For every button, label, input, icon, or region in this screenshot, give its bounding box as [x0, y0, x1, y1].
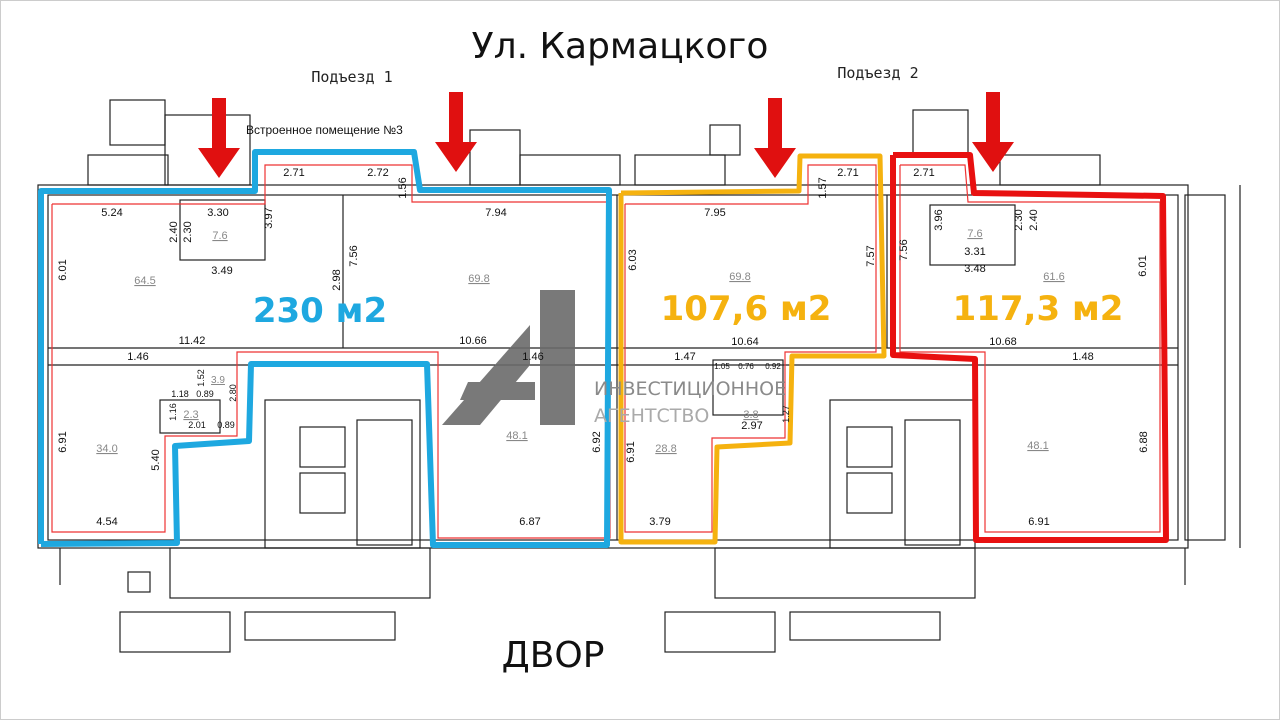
dim-label: 2.40: [1028, 209, 1040, 230]
dim-label: 6.03: [627, 249, 639, 270]
dim-label: 6.91: [1028, 516, 1049, 528]
dim-label: 1.46: [127, 351, 148, 363]
dim-label: 7.95: [704, 207, 725, 219]
dim-label: 1.16: [168, 403, 178, 421]
dim-label: 1.48: [1072, 351, 1093, 363]
entrance-1-label: Подъезд 1: [311, 68, 392, 86]
dim-label: 1.46: [522, 351, 543, 363]
dim-label: 3.79: [649, 516, 670, 528]
dim-label: 7.56: [348, 245, 360, 266]
room-outlines: [51, 164, 1161, 539]
blue-area-outline: [38, 149, 612, 548]
dim-label: 1.47: [674, 351, 695, 363]
dim-label: 6.92: [591, 431, 603, 452]
dim-label: 2.72: [367, 167, 388, 179]
dim-label: 2.97: [741, 420, 762, 432]
dim-label: 2.80: [228, 384, 238, 402]
room-area: 2.3: [183, 409, 198, 421]
dim-label: 2.71: [837, 167, 858, 179]
entrance-2-label: Подъезд 2: [837, 64, 918, 82]
dim-label: 3.48: [964, 263, 985, 275]
room-area: 7.6: [967, 228, 982, 240]
entry-arrow-icon: [972, 92, 1014, 172]
dim-label: 2.40: [168, 221, 180, 242]
building-walls: [37, 99, 1241, 653]
room-area: 69.8: [729, 271, 750, 283]
dim-label: 5.24: [101, 207, 122, 219]
dim-label: 1.56: [397, 177, 409, 198]
dim-label: 6.01: [1137, 255, 1149, 276]
dim-label: 4.54: [96, 516, 117, 528]
room-area: 64.5: [134, 275, 155, 287]
room-area: 69.8: [468, 273, 489, 285]
dim-label: 10.66: [459, 335, 487, 347]
dim-label: 1.18: [171, 389, 189, 399]
dim-label: 7.94: [485, 207, 506, 219]
dim-label: 2.30: [1013, 209, 1025, 230]
room-area: 61.6: [1043, 271, 1064, 283]
dim-label: 3.96: [933, 209, 945, 230]
dim-label: 5.40: [150, 449, 162, 470]
dim-label: 6.87: [519, 516, 540, 528]
dim-label: 7.57: [865, 245, 877, 266]
dim-label: 10.68: [989, 336, 1017, 348]
dim-label: 7.56: [898, 239, 910, 260]
red-area-outline: [890, 152, 1169, 543]
entry-arrow-icon: [754, 98, 796, 178]
dim-label: 1.05: [714, 362, 730, 371]
yellow-area-label: 107,6 м2: [661, 289, 832, 329]
room-area: 3.8: [743, 409, 758, 421]
dim-label: 2.71: [283, 167, 304, 179]
dim-label: 3.30: [207, 207, 228, 219]
entry-arrow-icon: [198, 98, 240, 178]
street-title: Ул. Кармацкого: [472, 26, 769, 67]
dim-label: 0.76: [738, 362, 754, 371]
dim-label: 6.91: [625, 441, 637, 462]
dim-label: 6.88: [1138, 431, 1150, 452]
dim-label: 0.89: [196, 389, 214, 399]
dim-label: 2.30: [182, 221, 194, 242]
dim-label: 6.91: [57, 431, 69, 452]
dim-label: 6.01: [57, 259, 69, 280]
dim-label: 10.64: [731, 336, 759, 348]
dim-label: 11.42: [179, 335, 206, 347]
dim-label: 1.27: [781, 405, 791, 423]
built-in-room-label: Встроенное помещение №3: [246, 123, 403, 137]
room-area: 48.1: [1027, 440, 1048, 452]
room-area: 7.6: [212, 230, 227, 242]
dim-label: 0.92: [765, 362, 781, 371]
dim-label: 1.52: [196, 369, 206, 387]
dim-label: 2.98: [331, 269, 343, 290]
entry-arrow-icon: [435, 92, 477, 172]
room-area: 34.0: [96, 443, 117, 455]
red-area-label: 117,3 м2: [953, 289, 1124, 329]
dim-label: 0.89: [217, 420, 235, 430]
entry-arrows: [198, 92, 1014, 178]
dim-label: 2.01: [188, 420, 206, 430]
dim-label: 3.97: [263, 207, 275, 228]
agency-watermark-logo: [442, 290, 575, 425]
dim-label: 3.49: [211, 265, 232, 277]
watermark-line-1: ИНВЕСТИЦИОННОЕ: [594, 378, 786, 400]
room-area: 28.8: [655, 443, 676, 455]
courtyard-label: ДВОР: [502, 635, 605, 676]
blue-area-label: 230 м2: [253, 291, 387, 331]
room-area: 3.9: [211, 375, 225, 386]
dimension-labels: 5.24 3.30 3.97 2.40 2.30 7.6 3.49 6.01 6…: [57, 167, 1150, 528]
dim-label: 1.57: [817, 177, 829, 198]
room-area: 48.1: [506, 430, 527, 442]
dim-label: 2.71: [913, 167, 934, 179]
dim-label: 3.31: [964, 246, 985, 258]
yellow-area-outline: [618, 153, 887, 545]
watermark-line-2: АГЕНТСТВО: [594, 405, 709, 427]
